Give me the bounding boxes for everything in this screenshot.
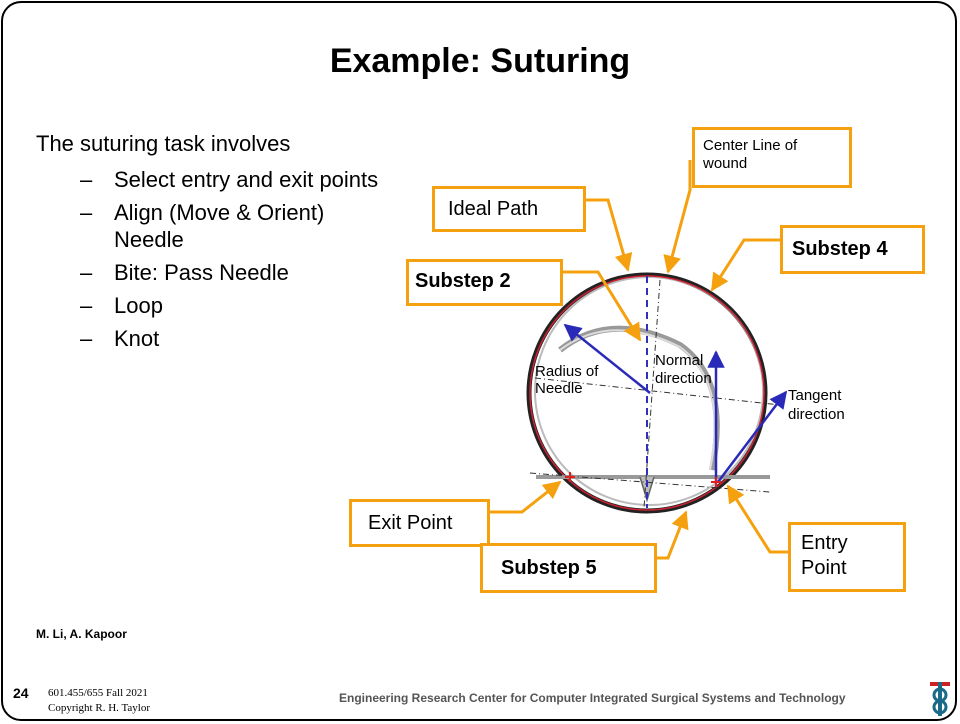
exit-point-leader [490,480,562,514]
bullet-dash: – [80,200,93,225]
bullet-dash: – [80,260,93,285]
radius-label: Radius of Needle [535,363,599,397]
normal-direction-label: Normal direction [655,352,712,387]
list-item: –Align (Move & Orient) Needle [80,199,390,253]
course-info: 601.455/655 Fall 2021 Copyright R. H. Ta… [48,686,150,716]
bullet-dash: – [80,326,93,351]
authors-credit: M. Li, A. Kapoor [36,627,127,641]
exit-point-label: Exit Point [368,512,453,534]
list-item: –Loop [80,292,390,319]
needle-ring-highlight [534,276,764,506]
center-line-label: Center Line of wound [703,137,798,172]
ideal-path-leader [586,198,633,272]
erc-cisst-logo-icon [930,682,950,716]
substep-5-leader [657,510,689,560]
substep-5-label: Substep 5 [501,557,597,579]
inner-needle-arc [558,325,720,471]
bullet-dash: – [80,167,93,192]
intro-text: The suturing task involves [36,131,291,156]
page-number: 24 [13,685,29,701]
bullet-text: Align (Move & Orient) Needle [114,200,325,252]
entry-point-marker [711,477,721,487]
entry-point-label: Entry Point [801,532,848,579]
bullet-text: Select entry and exit points [114,167,379,192]
radius-vector [563,323,651,394]
substep-2-callout: Substep 2 [406,259,563,306]
entry-point-callout: Entry Point [788,522,906,592]
task-list: –Select entry and exit points –Align (Mo… [80,166,390,358]
slide-title: Example: Suturing [329,42,631,80]
exit-point-callout: Exit Point [349,499,490,547]
substep-4-label: Substep 4 [792,238,888,260]
list-item: –Bite: Pass Needle [80,259,390,286]
tangent-direction-label: Tangent direction [788,387,845,423]
exit-point-marker [565,472,575,482]
bullet-text: Loop [114,293,163,318]
substep-4-callout: Substep 4 [780,225,925,274]
needle-ring [526,272,768,514]
ideal-path-label: Ideal Path [448,198,539,220]
list-item: –Knot [80,325,390,352]
list-item: –Select entry and exit points [80,166,390,193]
substep-5-callout: Substep 5 [480,543,657,593]
substep-2-leader [563,270,642,342]
bullet-text: Knot [114,326,160,351]
inner-needle-arc-highlight [559,329,716,471]
center-line-leader [663,160,692,274]
center-name: Engineering Research Center for Computer… [339,691,846,705]
bullet-dash: – [80,293,93,318]
entry-point-leader [726,484,788,554]
copyright-text: Copyright R. H. Taylor [48,702,150,714]
course-number: 601.455/655 Fall 2021 [48,687,148,699]
tangent-vector [717,390,788,483]
substep-4-leader [710,238,780,292]
ideal-path-callout: Ideal Path [432,186,586,232]
center-line-callout: Center Line of wound [692,127,852,188]
horizontal-ref-line [534,377,781,406]
substep-2-label: Substep 2 [415,270,511,292]
bullet-text: Bite: Pass Needle [114,260,289,285]
